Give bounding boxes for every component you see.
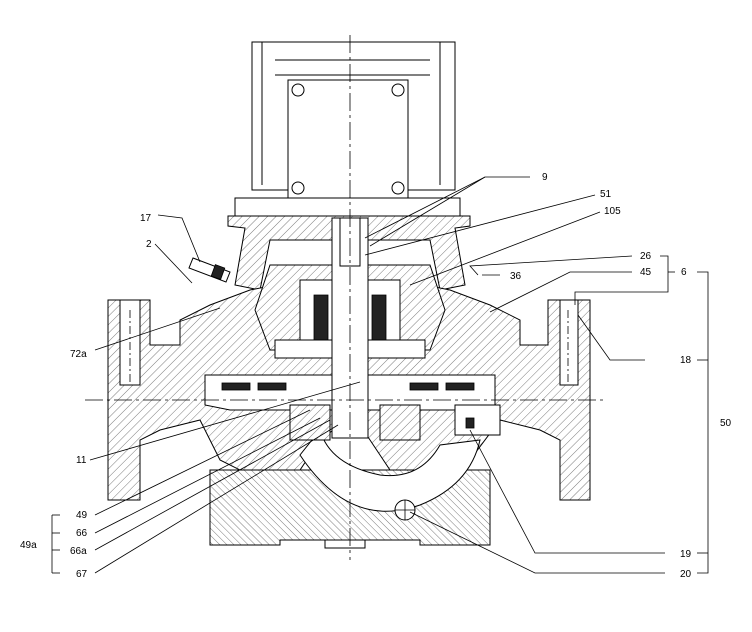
callout-66: 66	[76, 528, 88, 539]
callout-labels: 9 51 105 26 45 6 36 18 50 17 2 72a 11 49…	[20, 172, 732, 580]
callout-51: 51	[600, 189, 612, 200]
leader-lines	[51, 176, 709, 574]
callout-66a: 66a	[70, 546, 87, 557]
motor	[234, 41, 461, 217]
callout-45: 45	[640, 267, 652, 278]
callout-2: 2	[146, 239, 152, 250]
motor-stool	[227, 215, 471, 291]
callout-26: 26	[640, 251, 652, 262]
callout-49a: 49a	[20, 540, 37, 551]
drain-boss	[454, 404, 501, 436]
vent-screw	[188, 257, 231, 283]
callout-9: 9	[542, 172, 548, 183]
callout-6: 6	[681, 267, 687, 278]
callout-19: 19	[680, 549, 692, 560]
callout-36: 36	[510, 271, 522, 282]
callout-49: 49	[76, 510, 88, 521]
callout-20: 20	[680, 569, 692, 580]
callout-50: 50	[720, 418, 732, 429]
terminal-box	[287, 79, 409, 199]
callout-67: 67	[76, 569, 88, 580]
callout-72a: 72a	[70, 349, 87, 360]
drain-plug	[465, 417, 475, 429]
callout-17: 17	[140, 213, 152, 224]
callout-11: 11	[76, 455, 87, 466]
callout-18: 18	[680, 355, 692, 366]
callout-105: 105	[604, 206, 621, 217]
